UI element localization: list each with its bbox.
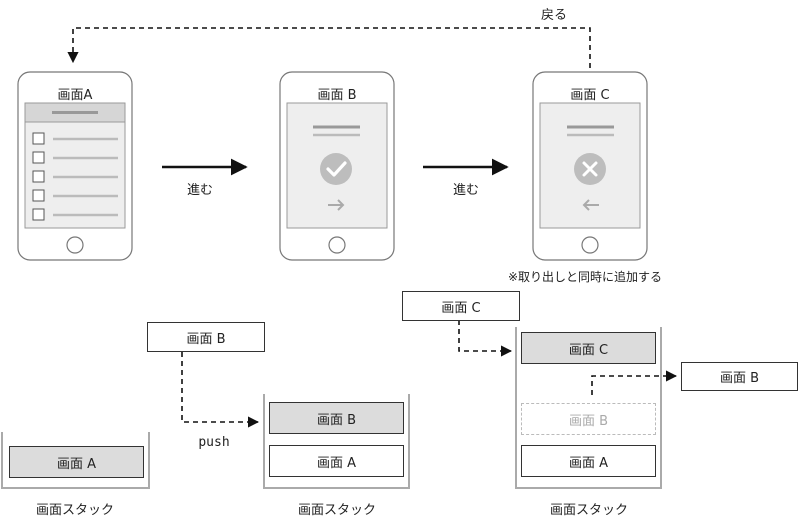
- stack3-item-b-ghost: 画面 B: [521, 403, 656, 435]
- stack1-item-a-label: 画面 A: [56, 456, 97, 472]
- outgoing-box: 画面 B: [681, 362, 798, 391]
- phone-a: [17, 71, 133, 261]
- outgoing-box-label: 画面 B: [719, 371, 760, 386]
- home-button-a: [66, 236, 84, 254]
- remove-arrow: [591, 370, 678, 395]
- stack3-item-a-label: 画面 A: [568, 455, 609, 471]
- screen-b-title: 画面 B: [317, 88, 357, 103]
- push-label: push: [198, 435, 230, 450]
- stack3-item-a: 画面 A: [521, 445, 656, 477]
- check-icon: [320, 153, 352, 185]
- incoming-box: 画面 C: [402, 291, 520, 321]
- note-text: ※取り出しと同時に追加する: [508, 270, 663, 284]
- stack2-item-b-label: 画面 B: [316, 412, 357, 428]
- stack3-item-c: 画面 C: [521, 332, 656, 364]
- back-label: 戻る: [540, 8, 568, 23]
- stack2-label: 画面スタック: [297, 503, 377, 518]
- screen-c-title: 画面 C: [570, 88, 610, 103]
- stack-container-2: [263, 394, 410, 489]
- checklist: [32, 132, 118, 221]
- stack2-item-b: 画面 B: [269, 402, 404, 434]
- stack2-item-a-label: 画面 A: [316, 455, 357, 471]
- phone-c: [532, 71, 648, 261]
- back-arrow: [67, 27, 591, 68]
- arrow-left-icon: [582, 199, 599, 211]
- home-button-b: [328, 236, 346, 254]
- stack1-item-a: 画面 A: [9, 446, 144, 478]
- stack1-label: 画面スタック: [35, 503, 115, 518]
- stack-container-3: [515, 327, 662, 489]
- add-arrow: [458, 320, 513, 357]
- forward-label-1: 進む: [186, 183, 214, 198]
- push-box-label: 画面 B: [186, 331, 226, 347]
- stack-container-1: [1, 432, 150, 489]
- stack2-item-a: 画面 A: [269, 445, 404, 477]
- forward-label-2: 進む: [452, 183, 480, 198]
- screen-a-title: 画面A: [57, 88, 93, 103]
- stack3-label: 画面スタック: [549, 503, 629, 518]
- push-arrow: [181, 352, 260, 428]
- incoming-box-label: 画面 C: [441, 300, 481, 316]
- push-box: 画面 B: [147, 322, 265, 352]
- stack3-item-b-label: 画面 B: [568, 413, 609, 429]
- phone-b: [279, 71, 395, 261]
- home-button-c: [581, 236, 599, 254]
- stack3-item-c-label: 画面 C: [568, 342, 609, 358]
- arrow-right-icon: [328, 199, 345, 211]
